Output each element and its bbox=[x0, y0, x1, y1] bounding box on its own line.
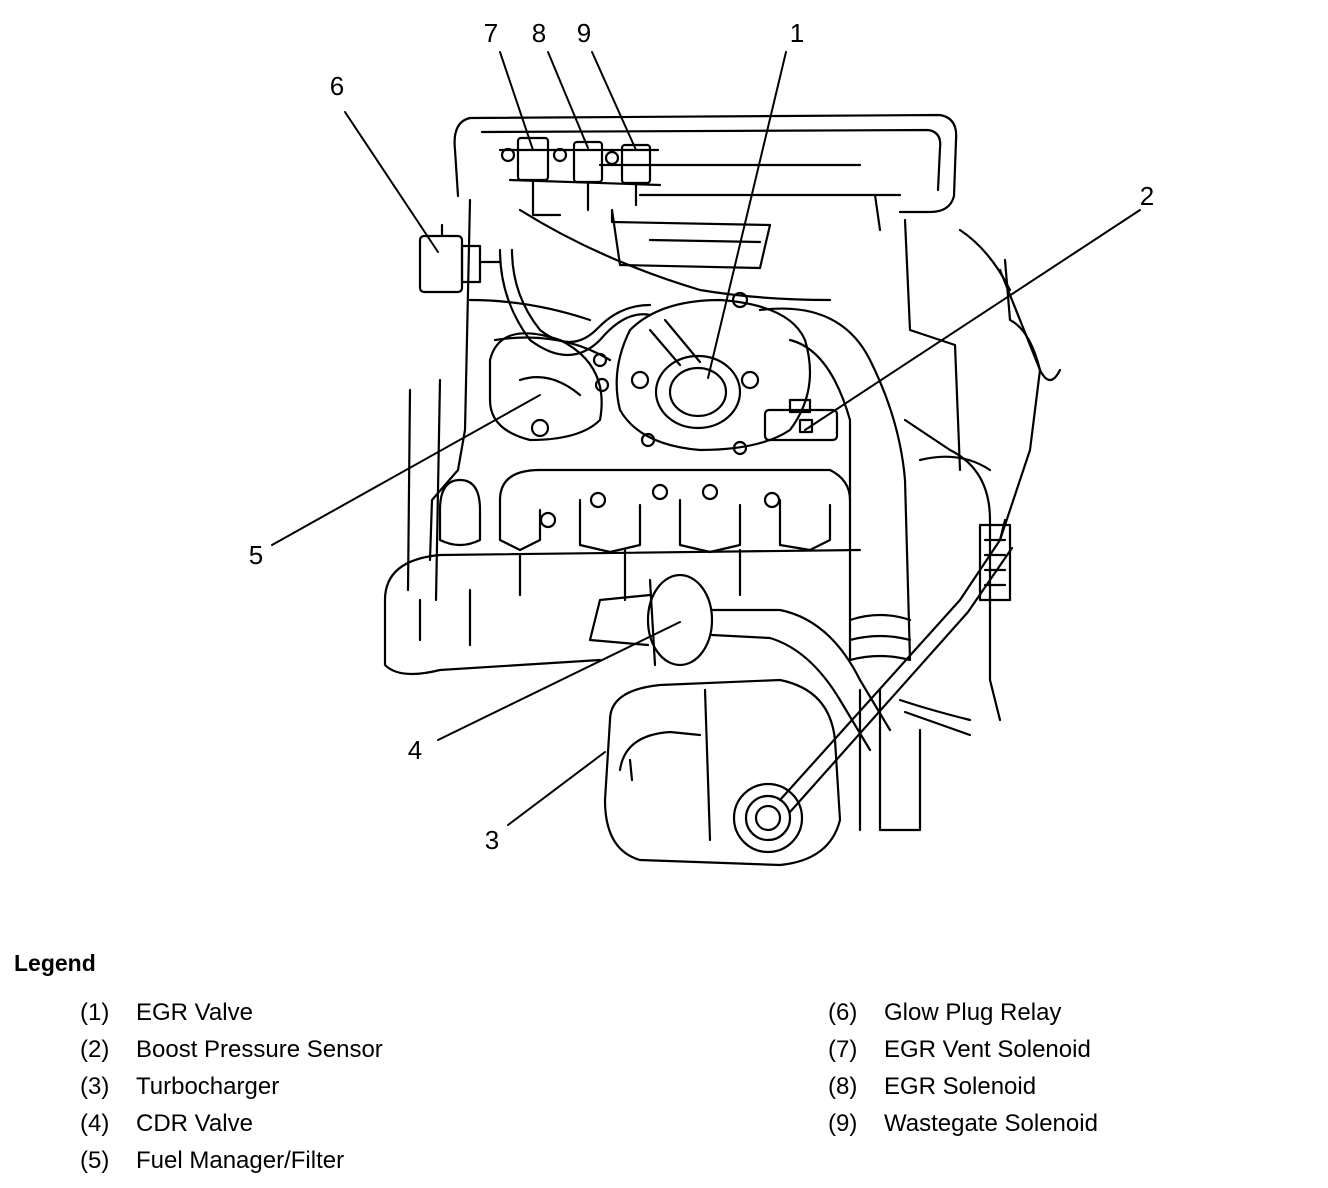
egr-valve-drawing bbox=[615, 291, 812, 456]
solenoid-bank-drawing bbox=[498, 136, 662, 217]
legend-item-label: EGR Vent Solenoid bbox=[884, 1036, 1091, 1063]
legend-item-number: (4) bbox=[80, 1110, 110, 1137]
legend-item-number: (7) bbox=[828, 1036, 858, 1063]
vacuum-hoses-drawing bbox=[498, 248, 1062, 382]
legend-item-number: (9) bbox=[828, 1110, 858, 1137]
legend-item-label: Turbocharger bbox=[136, 1073, 280, 1100]
legend-item: (9) Wastegate Solenoid bbox=[828, 1109, 1098, 1146]
legend-item-number: (3) bbox=[80, 1073, 110, 1100]
legend-title: Legend bbox=[14, 950, 96, 976]
glow-plug-relay-drawing bbox=[418, 223, 502, 294]
legend-item: (7) EGR Vent Solenoid bbox=[828, 1035, 1098, 1072]
legend-item: (1) EGR Valve bbox=[80, 998, 383, 1035]
engine-diagram bbox=[271, 51, 1141, 867]
legend-item: (4) CDR Valve bbox=[80, 1109, 383, 1146]
callout-3: 3 bbox=[484, 825, 500, 855]
leader-lines bbox=[271, 51, 1141, 826]
callout-4: 4 bbox=[407, 735, 423, 765]
callout-7: 7 bbox=[483, 18, 499, 48]
legend-item: (6) Glow Plug Relay bbox=[828, 998, 1098, 1035]
legend-item-label: Wastegate Solenoid bbox=[884, 1110, 1098, 1137]
exhaust-pipe-drawing bbox=[383, 548, 862, 676]
legend-item-number: (5) bbox=[80, 1147, 110, 1174]
legend-item: (3) Turbocharger bbox=[80, 1072, 383, 1109]
legend-left-column: (1) EGR Valve (2) Boost Pressure Sensor (3… bbox=[80, 998, 383, 1183]
legend-item-label: Glow Plug Relay bbox=[884, 999, 1062, 1026]
boost-sensor-drawing bbox=[763, 398, 839, 442]
legend-item-number: (2) bbox=[80, 1036, 110, 1063]
intake-cover-drawing bbox=[453, 113, 958, 214]
legend-item-number: (8) bbox=[828, 1073, 858, 1100]
engine-block-drawing bbox=[406, 193, 1042, 602]
legend-item-label: Boost Pressure Sensor bbox=[136, 1036, 383, 1063]
legend-item-label: Fuel Manager/Filter bbox=[136, 1147, 345, 1174]
callout-1: 1 bbox=[789, 18, 805, 48]
turbocharger-drawing bbox=[603, 678, 922, 867]
exhaust-manifold-drawing bbox=[438, 468, 852, 554]
callout-5: 5 bbox=[248, 540, 264, 570]
legend-item-number: (6) bbox=[828, 999, 858, 1026]
cdr-valve-drawing bbox=[588, 573, 892, 752]
legend-item: (8) EGR Solenoid bbox=[828, 1072, 1098, 1109]
callout-8: 8 bbox=[531, 18, 547, 48]
legend-right-column: (6)Glow Plug Relay (7)EGR Vent Solenoid … bbox=[828, 998, 1098, 1146]
legend-item: (2) Boost Pressure Sensor bbox=[80, 1035, 383, 1072]
callout-6: 6 bbox=[329, 71, 345, 101]
wastegate-line-drawing bbox=[778, 455, 1014, 814]
legend-item: (5) Fuel Manager/Filter bbox=[80, 1146, 383, 1183]
legend-item-label: EGR Solenoid bbox=[884, 1073, 1037, 1100]
callout-2: 2 bbox=[1139, 181, 1155, 211]
callout-9: 9 bbox=[576, 18, 592, 48]
legend-item-label: CDR Valve bbox=[136, 1110, 253, 1137]
fuel-filter-drawing bbox=[488, 332, 610, 442]
inlet-duct-drawing bbox=[758, 307, 992, 662]
legend-item-label: EGR Valve bbox=[136, 999, 253, 1026]
legend-item-number: (1) bbox=[80, 999, 110, 1026]
